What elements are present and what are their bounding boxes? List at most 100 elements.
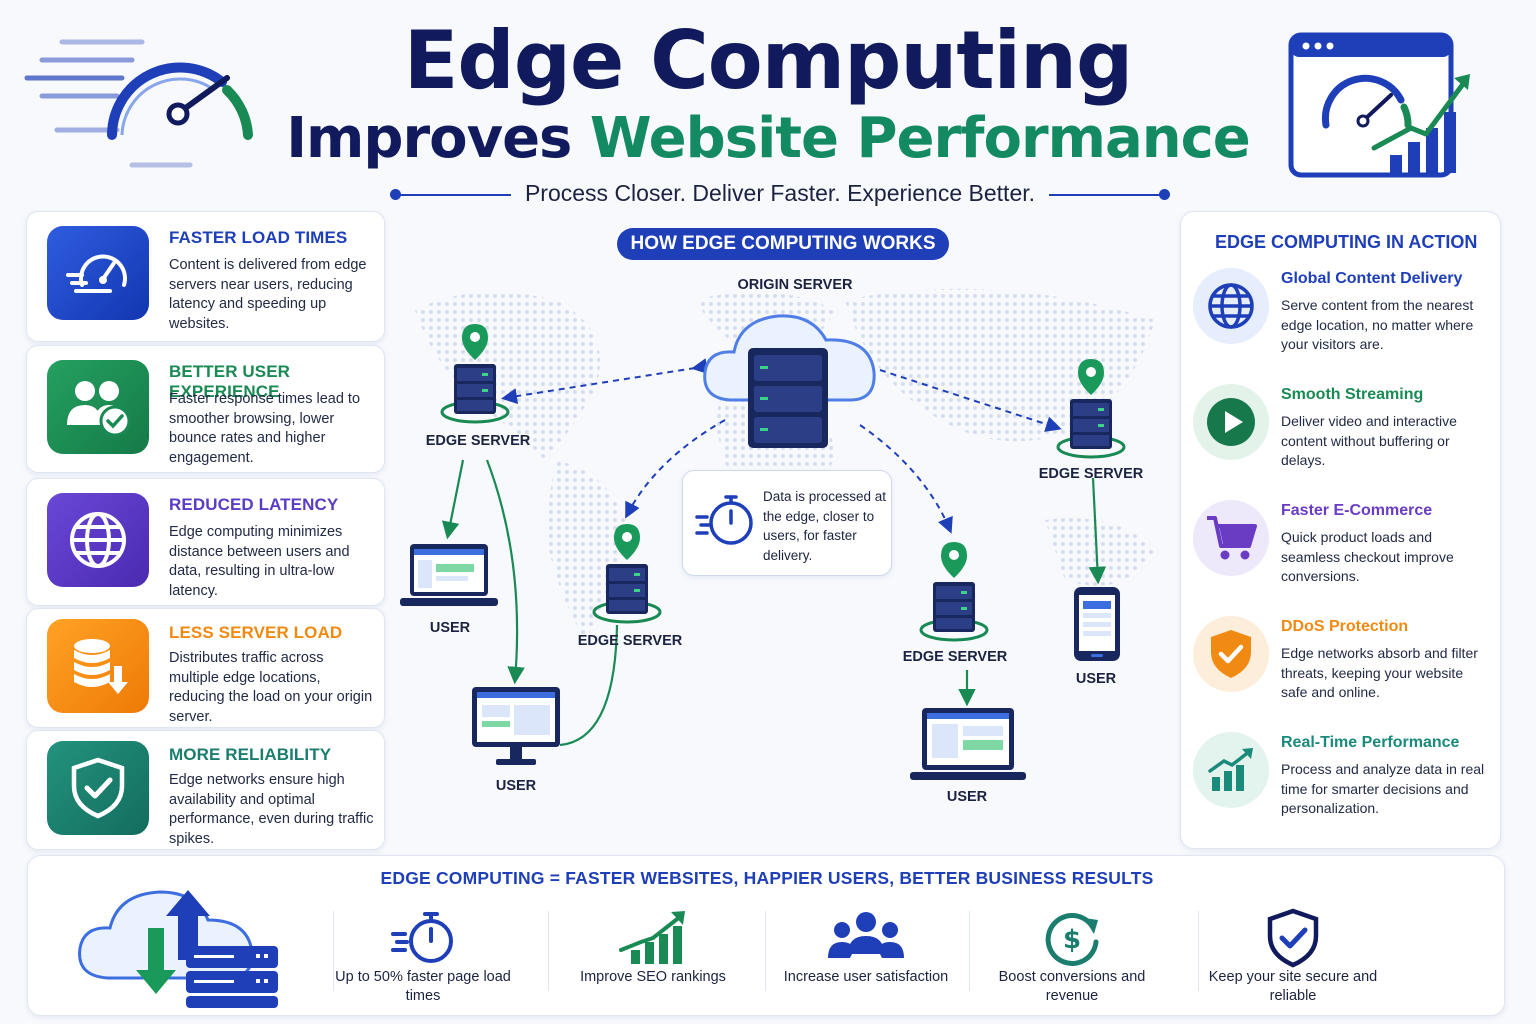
- diagram-heading: HOW EDGE COMPUTING WORKS: [617, 228, 949, 260]
- globe-icon: [47, 493, 149, 587]
- in-action-item-title: Global Content Delivery: [1281, 270, 1463, 287]
- banner-divider: [548, 911, 549, 991]
- benefit-card-reliability: MORE RELIABILITY Edge networks ensure hi…: [26, 730, 385, 850]
- stopwatch-icon: [383, 906, 463, 970]
- benefit-body: Content is delivered from edge servers n…: [169, 257, 367, 332]
- edge-server-label: EDGE SERVER: [902, 649, 1008, 665]
- desktop-monitor-icon: [472, 687, 560, 765]
- speedometer-icon: [24, 39, 253, 168]
- shield-check-icon: [1193, 616, 1269, 692]
- edge-info-text: Data is processed at the edge, closer to…: [763, 489, 887, 563]
- stat-conversions: $ Boost conversions and revenue: [982, 906, 1162, 1016]
- in-action-item-body: Deliver video and interactive content wi…: [1281, 413, 1457, 468]
- benefit-card-faster-load: FASTER LOAD TIMES Content is delivered f…: [26, 211, 385, 342]
- stopwatch-icon: [695, 495, 753, 545]
- edge-server-label: EDGE SERVER: [577, 633, 683, 649]
- svg-text:$: $: [1063, 925, 1081, 955]
- in-action-title: EDGE COMPUTING IN ACTION: [1215, 232, 1478, 252]
- subtitle-dark-part: Improves: [286, 106, 590, 171]
- stat-label: Increase user satisfaction: [783, 969, 949, 985]
- stat-security: Keep your site secure and reliable: [1203, 906, 1383, 1016]
- shield-check-icon: [1253, 906, 1333, 970]
- benefit-card-reduced-latency: REDUCED LATENCY Edge computing minimizes…: [26, 478, 385, 606]
- shield-check-icon: [47, 741, 149, 835]
- page-subtitle: Improves Website Performance: [0, 106, 1536, 171]
- stat-faster-load: Up to 50% faster page load times: [333, 906, 513, 1016]
- stat-label: Boost conversions and revenue: [998, 969, 1146, 1004]
- cloud-transfer-icon: [78, 890, 278, 1008]
- cloud-server-icon: [703, 314, 876, 448]
- subtitle-green-part: Website Performance: [589, 106, 1251, 171]
- cart-icon: [1193, 500, 1269, 576]
- stat-seo: Improve SEO rankings: [563, 906, 743, 1016]
- in-action-item-body: Serve content from the nearest edge loca…: [1281, 297, 1474, 352]
- laptop-icon: [910, 708, 1026, 780]
- database-down-icon: [47, 619, 149, 713]
- in-action-item-title: Real-Time Performance: [1281, 734, 1460, 751]
- tagline-dot-right: [1159, 189, 1170, 200]
- user-label: USER: [946, 789, 988, 805]
- growth-chart-icon: [1193, 732, 1269, 808]
- user-label: USER: [495, 778, 537, 794]
- tagline-row: Process Closer. Deliver Faster. Experien…: [390, 180, 1170, 210]
- benefit-card-user-experience: BETTER USER EXPERIENCE Faster response t…: [26, 345, 385, 473]
- edge-server-label: EDGE SERVER: [425, 433, 531, 449]
- in-action-item: Smooth Streaming Deliver video and inter…: [1193, 384, 1493, 494]
- in-action-item-body: Quick product loads and seamless checkou…: [1281, 529, 1454, 584]
- edge-server-icon: [919, 542, 989, 642]
- edge-info-callout: Data is processed at the edge, closer to…: [682, 470, 892, 576]
- benefit-title: FASTER LOAD TIMES: [169, 228, 348, 247]
- edge-server-icon: [592, 524, 662, 624]
- users-icon: [826, 906, 906, 970]
- benefit-title: REDUCED LATENCY: [169, 495, 339, 514]
- benefit-body: Faster response times lead to smoother b…: [169, 391, 361, 466]
- in-action-item-body: Process and analyze data in real time fo…: [1281, 761, 1485, 816]
- banner-divider: [1198, 911, 1199, 991]
- banner-divider: [765, 911, 766, 991]
- growth-chart-icon: [613, 906, 693, 970]
- benefit-title: MORE RELIABILITY: [169, 745, 332, 764]
- users-check-icon: [47, 360, 149, 454]
- stat-label: Improve SEO rankings: [580, 969, 726, 985]
- tagline: Process Closer. Deliver Faster. Experien…: [510, 180, 1050, 206]
- user-label: USER: [1075, 671, 1117, 687]
- in-action-item: Global Content Delivery Serve content fr…: [1193, 268, 1493, 378]
- benefit-card-server-load: LESS SERVER LOAD Distributes traffic acr…: [26, 608, 385, 728]
- in-action-item-title: Smooth Streaming: [1281, 386, 1424, 403]
- in-action-item-title: Faster E-Commerce: [1281, 502, 1433, 519]
- play-icon: [1193, 384, 1269, 460]
- dollar-cycle-icon: $: [1032, 906, 1112, 970]
- page-title: Edge Computing: [403, 14, 1133, 107]
- laptop-icon: [400, 544, 498, 606]
- in-action-panel: EDGE COMPUTING IN ACTION Global Content …: [1180, 211, 1501, 849]
- in-action-item: Real-Time Performance Process and analyz…: [1193, 732, 1493, 842]
- banner-title: EDGE COMPUTING = FASTER WEBSITES, HAPPIE…: [380, 868, 1154, 888]
- benefit-title: LESS SERVER LOAD: [169, 623, 343, 642]
- banner-divider: [333, 911, 334, 991]
- edge-server-icon: [440, 324, 510, 424]
- stat-label: Up to 50% faster page load times: [335, 969, 511, 1004]
- tagline-dot-left: [390, 189, 401, 200]
- banner-divider: [969, 911, 970, 991]
- edge-server-label: EDGE SERVER: [1038, 466, 1144, 482]
- user-label: USER: [429, 620, 471, 636]
- stat-label: Keep your site secure and reliable: [1208, 969, 1378, 1004]
- benefit-title: BETTER USER EXPERIENCE: [169, 362, 291, 401]
- origin-server-label: ORIGIN SERVER: [737, 277, 853, 293]
- smartphone-icon: [1074, 587, 1120, 661]
- in-action-item: Faster E-Commerce Quick product loads an…: [1193, 500, 1493, 610]
- tagline-wrap: Process Closer. Deliver Faster. Experien…: [390, 180, 1170, 207]
- benefit-body: Distributes traffic across multiple edge…: [169, 650, 373, 725]
- benefit-body: Edge computing minimizes distance betwee…: [169, 524, 350, 599]
- globe-icon: [1193, 268, 1269, 344]
- speedometer-icon: [47, 226, 149, 320]
- edge-server-icon: [1056, 359, 1126, 459]
- results-banner: EDGE COMPUTING = FASTER WEBSITES, HAPPIE…: [27, 855, 1505, 1016]
- in-action-item-title: DDoS Protection: [1281, 618, 1409, 635]
- browser-performance-icon: [1288, 32, 1470, 178]
- in-action-item: DDoS Protection Edge networks absorb and…: [1193, 616, 1493, 726]
- benefit-body: Edge networks ensure high availability a…: [169, 772, 374, 847]
- in-action-item-body: Edge networks absorb and filter threats,…: [1281, 645, 1478, 700]
- stat-satisfaction: Increase user satisfaction: [776, 906, 956, 1016]
- diagram-connectors: [441, 358, 1107, 747]
